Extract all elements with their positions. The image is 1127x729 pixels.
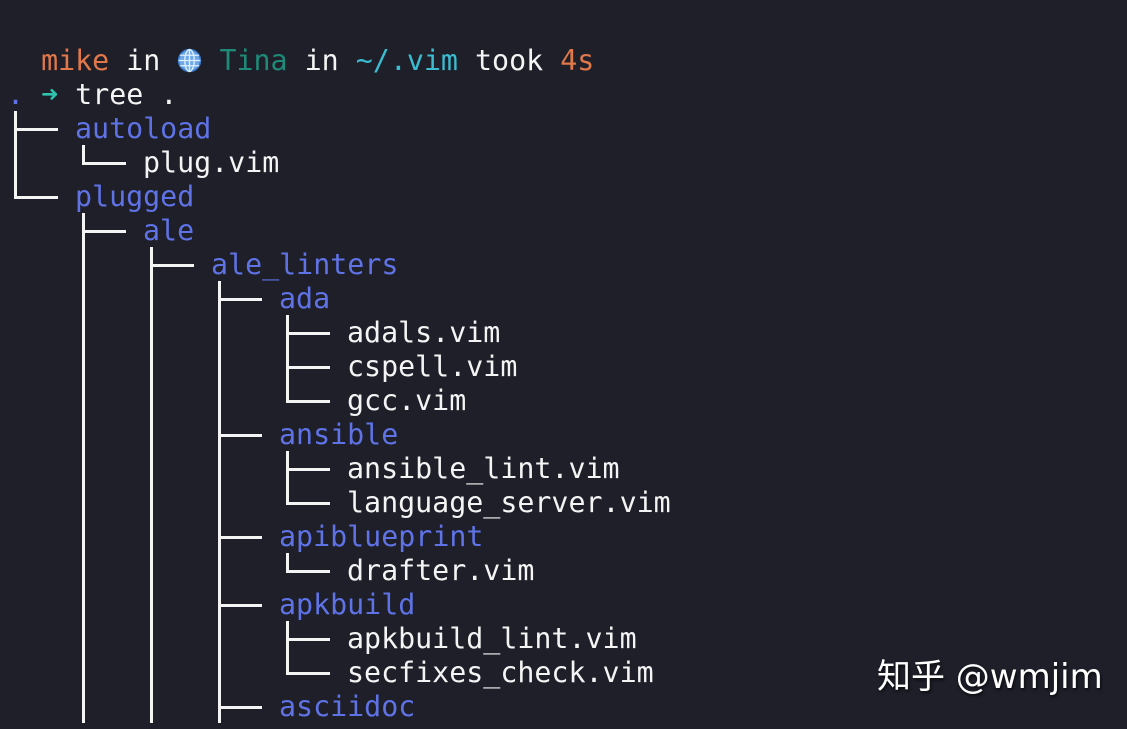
tree-dir-plugged: plugged xyxy=(75,180,195,213)
tree-file: plug.vim xyxy=(143,146,280,179)
tree-hline xyxy=(286,638,330,641)
tree-dir-apkbuild: apkbuild xyxy=(279,588,416,621)
tree-vline xyxy=(286,451,289,505)
tree-hline xyxy=(150,264,194,267)
tree-file: drafter.vim xyxy=(347,554,535,587)
globe-icon xyxy=(177,44,202,77)
tree-hline xyxy=(286,672,330,675)
tree-dir-ada: ada xyxy=(279,282,331,315)
tree-vline xyxy=(82,213,85,723)
prompt-in: in xyxy=(109,44,178,77)
tree-dir-asciidoc: asciidoc xyxy=(279,690,416,723)
tree-file: apkbuild_lint.vim xyxy=(347,622,637,655)
tree-vline xyxy=(150,247,153,723)
tree-vline xyxy=(218,281,221,723)
tree-dir-ale-linters: ale_linters xyxy=(211,248,399,281)
tree-vline xyxy=(286,621,289,675)
tree-root: . xyxy=(7,78,25,111)
prompt-in-2: in xyxy=(287,44,356,77)
prompt-user: mike xyxy=(41,44,110,77)
tree-hline xyxy=(82,230,126,233)
tree-dir-autoload: autoload xyxy=(75,112,212,145)
tree-file: adals.vim xyxy=(347,316,501,349)
tree-hline xyxy=(286,400,330,403)
tree-hline xyxy=(14,128,58,131)
prompt-arrow-icon: ➜ xyxy=(41,78,59,111)
tree-hline xyxy=(218,434,262,437)
tree-file: secfixes_check.vim xyxy=(347,656,654,689)
tree-dir-ansible: ansible xyxy=(279,418,399,451)
tree-hline xyxy=(286,332,330,335)
prompt-host: Tina xyxy=(219,44,288,77)
command-line: ➜ tree . xyxy=(7,44,177,111)
tree-hline xyxy=(218,536,262,539)
tree-hline xyxy=(218,298,262,301)
prompt-took: took xyxy=(457,44,561,77)
tree-vline xyxy=(14,111,17,198)
tree-hline xyxy=(286,502,330,505)
tree-file: language_server.vim xyxy=(347,486,671,519)
tree-hline xyxy=(218,706,262,709)
watermark: 知乎 @wmjim xyxy=(877,657,1103,697)
tree-hline xyxy=(286,366,330,369)
tree-vline xyxy=(286,553,289,573)
tree-hline xyxy=(82,162,126,165)
tree-file: cspell.vim xyxy=(347,350,518,383)
prompt-line: mike in Tina in ~/.vim took 4s xyxy=(7,10,594,77)
tree-file: gcc.vim xyxy=(347,384,467,417)
tree-hline xyxy=(286,468,330,471)
tree-hline xyxy=(14,196,58,199)
tree-dir-apiblueprint: apiblueprint xyxy=(279,520,484,553)
command-text: tree . xyxy=(58,78,178,111)
tree-file: ansible_lint.vim xyxy=(347,452,620,485)
tree-vline xyxy=(286,315,289,403)
tree-hline xyxy=(218,604,262,607)
tree-dir-ale: ale xyxy=(143,214,195,247)
prompt-path: ~/.vim xyxy=(355,44,458,77)
tree-hline xyxy=(286,570,330,573)
prompt-duration: 4s xyxy=(560,44,595,77)
tree-vline xyxy=(82,145,85,165)
